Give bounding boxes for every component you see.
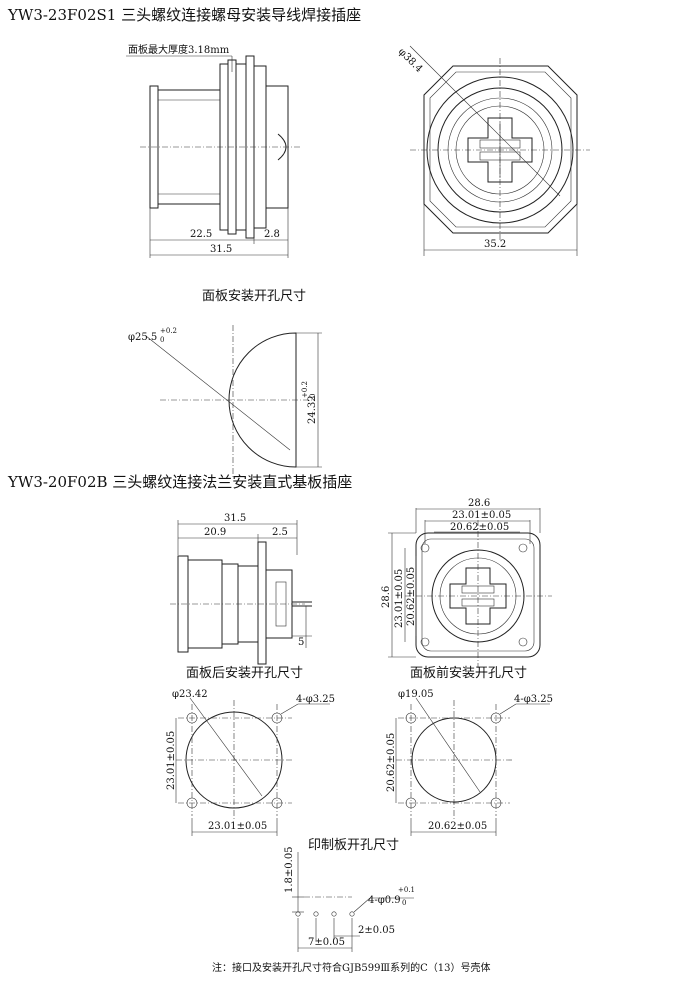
s2-dim-23-01-top: 23.01±0.05 — [452, 510, 511, 521]
s2-dim-31-5: 31.5 — [224, 513, 246, 524]
panel-cutout1-title: 面板安装开孔尺寸 — [202, 289, 306, 304]
cutout1-flat-label: 24.32 — [307, 395, 318, 424]
pcb-hole — [295, 911, 301, 917]
dim-2-8: 2.8 — [264, 229, 280, 240]
cutout1-flat-tol-lower: 0 — [309, 394, 317, 398]
rear-cutout-title: 面板后安装开孔尺寸 — [186, 666, 303, 681]
pcb-dim-2: 2±0.05 — [358, 925, 395, 936]
rear-cutout-v-dim: 23.01±0.05 — [166, 731, 177, 790]
pcb-hole — [349, 911, 355, 917]
rear-cutout-h-dim: 23.01±0.05 — [208, 821, 267, 832]
s2-dim-2-5: 2.5 — [272, 527, 288, 538]
cutout1-dia-tol-upper: +0.2 — [160, 327, 177, 335]
section2-front-view: 28.6 23.01±0.05 20.62±0.05 28.6 23.01±0.… — [381, 498, 552, 668]
section1-side-view: 面板最大厚度3.18mm 22.5 2.8 31.5 — [126, 43, 300, 258]
dim-31-5: 31.5 — [210, 244, 232, 255]
s2-dim-5: 5 — [298, 637, 304, 648]
cutout1-dia-label: φ25.5 — [128, 332, 157, 343]
pcb-holes-label: 4-φ0.9 — [368, 895, 401, 906]
footnote: 注：接口及安装开孔尺寸符合GJB599Ⅲ系列的C（13）号壳体 — [212, 961, 490, 974]
front-cutout-dia: φ19.05 — [398, 689, 434, 700]
panel-thickness-note: 面板最大厚度3.18mm — [128, 43, 230, 56]
cutout1-dia-tol-lower: 0 — [160, 336, 164, 344]
panel-cutout1-drawing: φ25.5 +0.2 0 24.32 +0.2 0 — [128, 325, 322, 477]
s2-dim-20-62-left: 20.62±0.05 — [406, 567, 417, 626]
s2-dim-23-01-left: 23.01±0.05 — [394, 569, 405, 628]
front-cutout-v-dim: 20.62±0.05 — [386, 733, 397, 792]
pcb-hole — [313, 911, 319, 917]
dim-22-5: 22.5 — [190, 229, 212, 240]
section1-title: YW3-23F02S1 三头螺纹连接螺母安装导线焊接插座 — [7, 6, 361, 24]
pcb-v-dim: 1.8±0.05 — [284, 846, 295, 893]
pcb-holes-tol-upper: +0.1 — [398, 886, 415, 894]
s2-dim-20-9: 20.9 — [204, 527, 226, 538]
section2-side-view: 31.5 20.9 2.5 5 — [170, 513, 312, 665]
rear-cutout-holes: 4-φ3.25 — [296, 694, 335, 705]
section1-front-view: φ38.4 35.2 — [396, 45, 590, 256]
s2-dim-28-6-top: 28.6 — [468, 498, 490, 509]
pcb-holes-tol-lower: 0 — [402, 899, 406, 907]
pcb-dim-7: 7±0.05 — [308, 937, 345, 948]
dim-35-2: 35.2 — [484, 239, 506, 250]
front-cutout-h-dim: 20.62±0.05 — [428, 821, 487, 832]
rear-cutout-dia: φ23.42 — [172, 689, 208, 700]
pcb-cutout-drawing: 1.8±0.05 4-φ0.9 +0.1 0 2±0.05 7±0.05 — [284, 846, 415, 952]
front-cutout-drawing: φ19.05 4-φ3.25 20.62±0.05 20.62±0.05 — [386, 689, 553, 836]
pcb-hole — [331, 911, 337, 917]
front-cutout-holes: 4-φ3.25 — [514, 694, 553, 705]
dim-phi38-4: φ38.4 — [396, 46, 424, 74]
s2-dim-20-62-top: 20.62±0.05 — [450, 522, 509, 533]
rear-cutout-drawing: φ23.42 4-φ3.25 23.01±0.05 23.01±0.05 — [166, 689, 335, 836]
section2-title: YW3-20F02B 三头螺纹连接法兰安装直式基板插座 — [7, 473, 352, 491]
s2-dim-28-6-left: 28.6 — [381, 586, 392, 608]
pcb-cutout-title: 印制板开孔尺寸 — [308, 838, 399, 853]
front-cutout-title: 面板前安装开孔尺寸 — [410, 665, 527, 681]
cutout1-flat-tol-upper: +0.2 — [301, 381, 309, 398]
